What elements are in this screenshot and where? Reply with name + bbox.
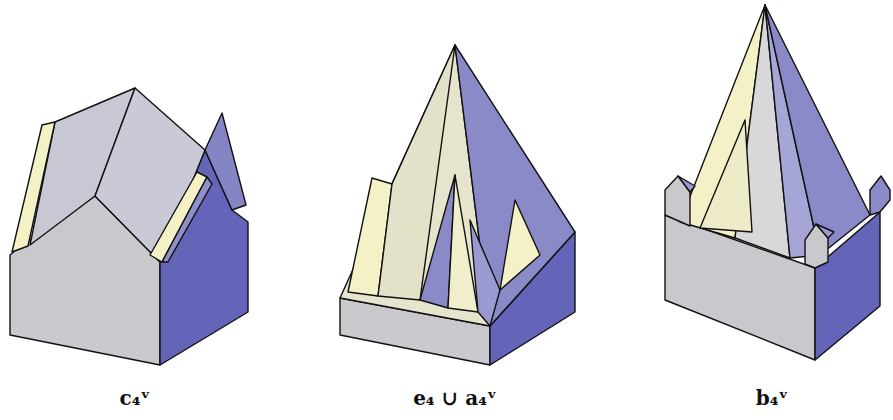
polyhedron-face — [500, 200, 540, 290]
polyhedron-face — [816, 224, 834, 238]
figure-caption: b₄ᵛ — [756, 386, 789, 410]
polyhedron-face — [765, 5, 870, 255]
figure-caption: e₄ ∪ a₄ᵛ — [413, 386, 497, 410]
polyhedron-right — [665, 5, 890, 360]
polyhedron-face — [700, 120, 752, 232]
polyhedron-middle — [340, 45, 575, 365]
polyhedron-face — [150, 172, 207, 262]
polyhedron-face — [162, 177, 212, 262]
polyhedron-face — [870, 176, 890, 215]
polyhedron-face — [12, 122, 55, 252]
figure-caption: c₄ᵛ — [120, 386, 151, 410]
polyhedron-left — [10, 88, 248, 365]
polyhedron-face — [470, 220, 500, 326]
polyhedron-face — [205, 113, 246, 210]
polyhedron-face — [815, 212, 880, 360]
polyhedron-face — [678, 176, 695, 192]
polyhedron-face — [95, 88, 205, 262]
